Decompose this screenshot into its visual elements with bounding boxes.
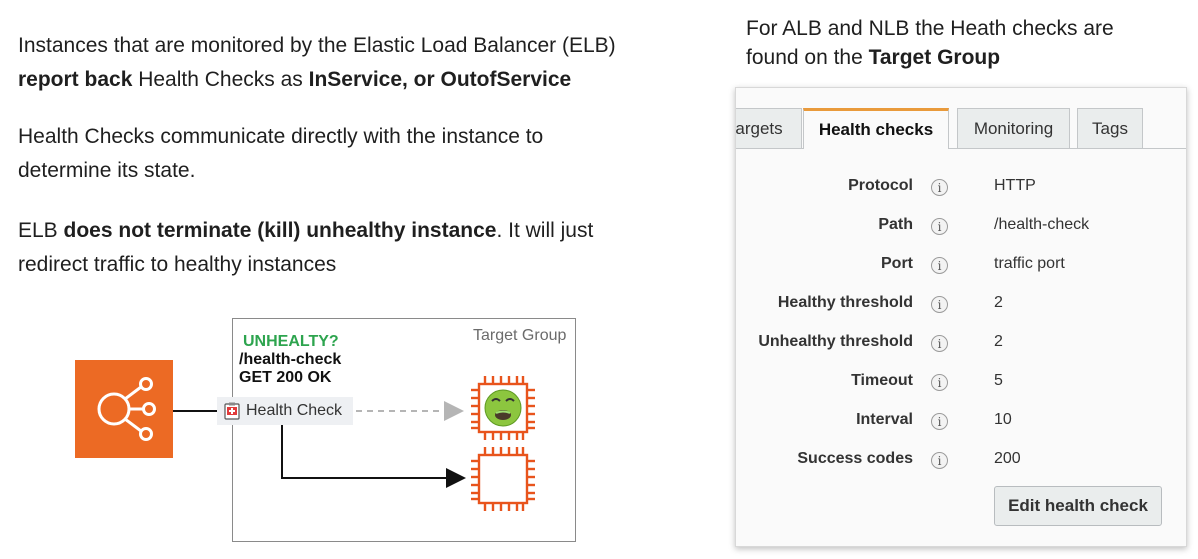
target-group-box bbox=[232, 318, 576, 542]
intro-line-2-mid: Health Checks as bbox=[132, 68, 309, 91]
elb-behavior-prefix: ELB bbox=[18, 219, 64, 242]
health-check-paragraph: Health Checks communicate directly with … bbox=[18, 120, 543, 188]
elb-behavior-line-1: ELB does not terminate (kill) unhealthy … bbox=[18, 214, 593, 248]
info-icon[interactable]: i bbox=[931, 296, 948, 313]
load-balancer-glyph bbox=[97, 377, 156, 441]
row-success-codes: Success codes i 200 bbox=[736, 450, 1186, 474]
healthy-threshold-value: 2 bbox=[994, 294, 1003, 311]
intro-line-1: Instances that are monitored by the Elas… bbox=[18, 34, 616, 57]
health-checks-panel: argets Health checks Monitoring Tags Pro… bbox=[735, 87, 1187, 547]
info-icon[interactable]: i bbox=[931, 257, 948, 274]
row-protocol: Protocol i HTTP bbox=[736, 177, 1186, 201]
row-interval: Interval i 10 bbox=[736, 411, 1186, 435]
health-check-badge: Health Check bbox=[217, 397, 353, 425]
health-check-path: /health-check bbox=[239, 351, 342, 368]
tab-monitoring[interactable]: Monitoring bbox=[957, 108, 1070, 148]
healthy-instance-chip-icon bbox=[471, 447, 535, 511]
tab-targets[interactable]: argets bbox=[736, 108, 802, 148]
unhealthy-threshold-label: Unhealthy threshold bbox=[758, 333, 913, 350]
health-check-line-1: Health Checks communicate directly with … bbox=[18, 125, 544, 148]
port-value: traffic port bbox=[994, 255, 1065, 272]
intro-paragraph: Instances that are monitored by the Elas… bbox=[18, 29, 616, 97]
path-label: Path bbox=[878, 216, 913, 233]
target-group-emphasis: Target Group bbox=[868, 46, 1001, 69]
alb-nlb-heading: For ALB and NLB the Heath checks are fou… bbox=[746, 14, 1114, 72]
healthy-threshold-label: Healthy threshold bbox=[777, 294, 913, 311]
interval-value: 10 bbox=[994, 411, 1012, 428]
alb-nlb-heading-prefix: found on the bbox=[746, 46, 869, 69]
row-timeout: Timeout i 5 bbox=[736, 372, 1186, 396]
target-group-label: Target Group bbox=[473, 327, 567, 344]
alb-nlb-heading-line-1: For ALB and NLB the Heath checks are bbox=[746, 17, 1114, 40]
info-icon[interactable]: i bbox=[931, 374, 948, 391]
row-unhealthy-threshold: Unhealthy threshold i 2 bbox=[736, 333, 1186, 357]
timeout-value: 5 bbox=[994, 372, 1003, 389]
report-back-emphasis: report back bbox=[18, 68, 133, 91]
info-icon[interactable]: i bbox=[931, 452, 948, 469]
elb-behavior-suffix: . It will just bbox=[496, 219, 594, 242]
success-codes-label: Success codes bbox=[797, 450, 913, 467]
elb-behavior-paragraph: ELB does not terminate (kill) unhealthy … bbox=[18, 214, 593, 282]
unhealthy-threshold-value: 2 bbox=[994, 333, 1003, 350]
health-check-response: GET 200 OK bbox=[239, 369, 332, 386]
info-icon[interactable]: i bbox=[931, 413, 948, 430]
tab-tags[interactable]: Tags bbox=[1077, 108, 1143, 148]
inservice-emphasis: InService, or OutofService bbox=[308, 68, 572, 91]
sick-face-icon bbox=[484, 389, 522, 427]
traffic-arrow bbox=[281, 425, 466, 488]
interval-label: Interval bbox=[856, 411, 913, 428]
info-icon[interactable]: i bbox=[931, 218, 948, 235]
row-healthy-threshold: Healthy threshold i 2 bbox=[736, 294, 1186, 318]
elb-behavior-line-2: redirect traffic to healthy instances bbox=[18, 253, 337, 276]
row-port: Port i traffic port bbox=[736, 255, 1186, 279]
port-label: Port bbox=[881, 255, 913, 272]
alb-nlb-heading-line-2: found on the Target Group bbox=[746, 43, 1114, 72]
info-icon[interactable]: i bbox=[931, 335, 948, 352]
does-not-terminate-emphasis: does not terminate (kill) unhealthy inst… bbox=[63, 219, 497, 242]
intro-line-2: report back Health Checks as InService, … bbox=[18, 63, 616, 97]
info-icon[interactable]: i bbox=[931, 179, 948, 196]
edit-health-check-button[interactable]: Edit health check bbox=[994, 486, 1162, 526]
protocol-value: HTTP bbox=[994, 177, 1036, 194]
unhealthy-question: UNHEALTY? bbox=[243, 333, 339, 350]
success-codes-value: 200 bbox=[994, 450, 1021, 467]
tab-divider bbox=[736, 148, 1186, 149]
elastic-load-balancer-icon bbox=[75, 360, 173, 458]
active-tab-gap bbox=[804, 147, 948, 150]
row-path: Path i /health-check bbox=[736, 216, 1186, 240]
health-check-line-2: determine its state. bbox=[18, 159, 196, 182]
tab-health-checks[interactable]: Health checks bbox=[803, 108, 949, 149]
health-check-badge-label: Health Check bbox=[246, 402, 343, 419]
timeout-label: Timeout bbox=[851, 372, 913, 389]
protocol-label: Protocol bbox=[848, 177, 913, 194]
health-check-clipboard-icon bbox=[224, 402, 240, 420]
path-value: /health-check bbox=[994, 216, 1090, 233]
